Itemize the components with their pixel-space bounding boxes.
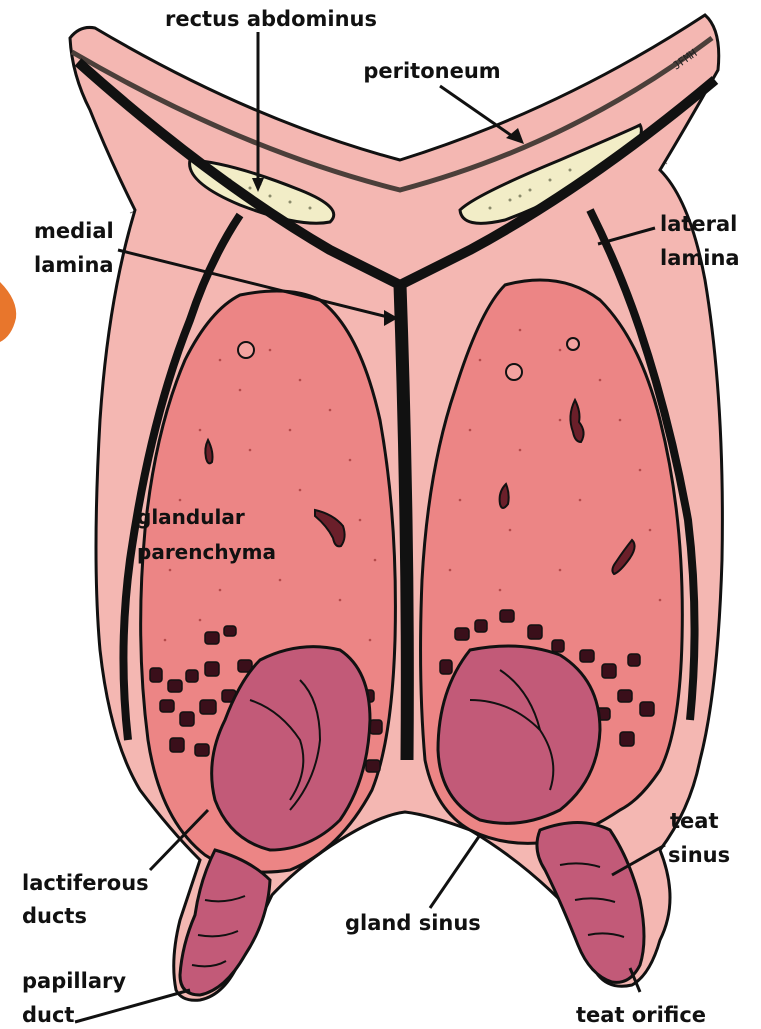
label-papillary-duct-line-1: papillary	[22, 969, 126, 993]
label-glandular-parenchyma-line-2: parenchyma	[137, 540, 276, 564]
label-papillary-duct-line-2: duct	[22, 1003, 74, 1027]
left-teat	[180, 850, 270, 995]
label-lactiferous-ducts-line-2: ducts	[22, 904, 87, 928]
label-medial-lamina-line-1: medial	[34, 219, 114, 243]
label-medial-lamina-line-2: lamina	[34, 253, 114, 277]
label-gland-sinus: gland sinus	[345, 911, 481, 935]
label-lateral-lamina-line-1: lateral	[660, 212, 737, 236]
label-lateral-lamina-line-2: lamina	[660, 246, 740, 270]
orange-edge-mark	[0, 282, 16, 342]
label-teat-sinus-line-2: sinus	[668, 843, 730, 867]
label-peritoneum: peritoneum	[363, 59, 500, 83]
label-lactiferous-ducts-line-1: lactiferous	[22, 871, 149, 895]
label-teat-orifice: teat orifice	[576, 1003, 706, 1027]
label-glandular-parenchyma-line-1: glandular	[137, 505, 245, 529]
label-teat-sinus-line-1: teat	[670, 809, 719, 833]
right-gland-sinus	[438, 646, 600, 823]
label-rectus-abdominus: rectus abdominus	[165, 7, 377, 31]
medial-lamina-band	[400, 285, 407, 760]
